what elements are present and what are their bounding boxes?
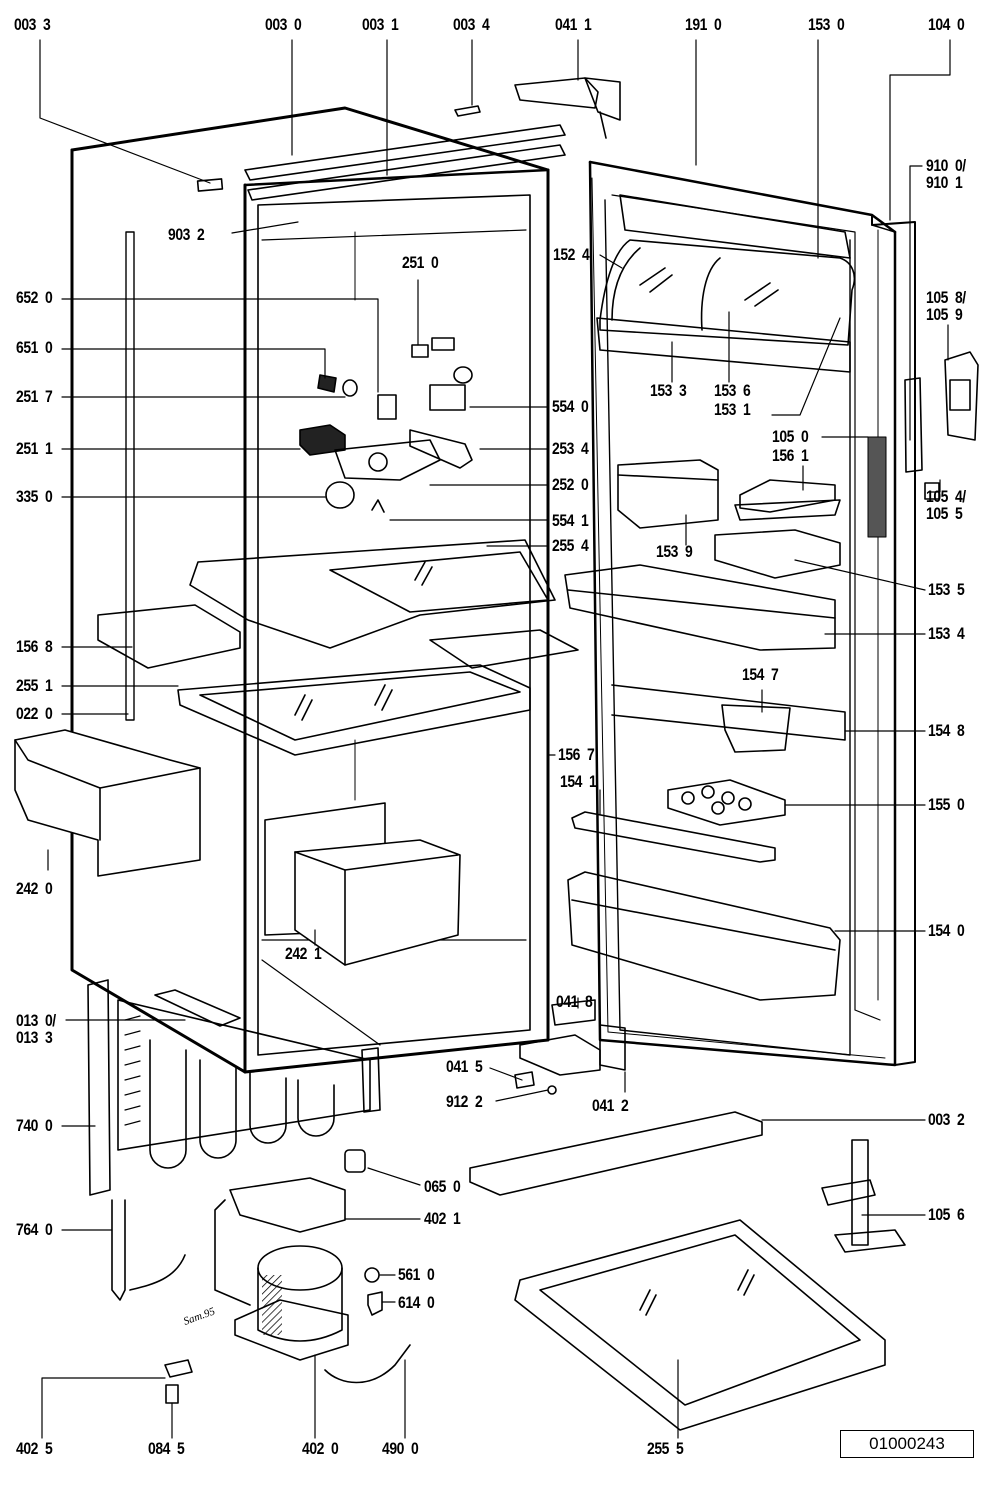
part-label-153-3: 153 3 (650, 381, 687, 400)
part-label-614-0: 614 0 (398, 1293, 435, 1312)
part-label-335-0: 335 0 (16, 487, 53, 506)
part-label-903-2: 903 2 (168, 225, 205, 244)
part-label-251-1: 251 1 (16, 439, 53, 458)
door-lower-shelves (568, 685, 845, 1000)
door (590, 162, 915, 1065)
crisper-drawers (15, 730, 460, 965)
part-label-242-1: 242 1 (285, 944, 322, 963)
cabinet-body (72, 108, 548, 1072)
part-label-255-4: 255 4 (552, 536, 589, 555)
part-label-104-0: 104 0 (928, 15, 965, 34)
part-label-191-0: 191 0 (685, 15, 722, 34)
part-label-255-5: 255 5 (647, 1439, 684, 1458)
part-label-154-0: 154 0 (928, 921, 965, 940)
part-label-253-4: 253 4 (552, 439, 589, 458)
part-label-156-7: 156 7 (558, 745, 595, 764)
part-label-022-0: 022 0 (16, 704, 53, 723)
part-label-084-5: 084 5 (148, 1439, 185, 1458)
part-label-041-2: 041 2 (592, 1096, 629, 1115)
part-label-153-1: 153 1 (714, 400, 751, 419)
part-label-041-8: 041 8 (556, 992, 593, 1011)
top-hinge (515, 78, 620, 138)
part-label-554-1: 554 1 (552, 511, 589, 530)
leader-lines (40, 40, 950, 1438)
part-label-561-0: 561 0 (398, 1265, 435, 1284)
part-label-402-0: 402 0 (302, 1439, 339, 1458)
thermostat-assembly (300, 338, 472, 512)
part-label-910-0-910-1: 910 0/ 910 1 (926, 156, 966, 192)
part-label-554-0: 554 0 (552, 397, 589, 416)
part-label-764-0: 764 0 (16, 1220, 53, 1239)
part-label-065-0: 065 0 (424, 1177, 461, 1196)
part-label-153-0: 153 0 (808, 15, 845, 34)
part-label-154-1: 154 1 (560, 772, 597, 791)
part-label-912-2: 912 2 (446, 1092, 483, 1111)
door-baskets (565, 460, 840, 650)
part-label-156-1: 156 1 (772, 446, 809, 465)
shelves (98, 540, 578, 755)
part-label-105-4-105-5: 105 4/ 105 5 (926, 487, 966, 523)
base-parts (470, 1112, 905, 1430)
bottom-hinge (515, 1000, 625, 1094)
part-label-003-3: 003 3 (14, 15, 51, 34)
part-label-153-4: 153 4 (928, 624, 965, 643)
part-label-252-0: 252 0 (552, 475, 589, 494)
part-label-013-0-013-3: 013 0/ 013 3 (16, 1011, 56, 1047)
part-label-740-0: 740 0 (16, 1116, 53, 1135)
reference-number-box: 01000243 (840, 1430, 974, 1458)
part-label-251-0: 251 0 (402, 253, 439, 272)
part-label-153-5: 153 5 (928, 580, 965, 599)
compressor (112, 1150, 410, 1403)
reference-number: 01000243 (869, 1434, 945, 1453)
part-label-041-1: 041 1 (555, 15, 592, 34)
part-label-041-5: 041 5 (446, 1057, 483, 1076)
part-label-155-0: 155 0 (928, 795, 965, 814)
part-label-105-8-105-9: 105 8/ 105 9 (926, 288, 966, 324)
part-label-154-7: 154 7 (742, 665, 779, 684)
top-strips (198, 106, 565, 200)
part-label-003-0: 003 0 (265, 15, 302, 34)
part-label-152-4: 152 4 (553, 245, 590, 264)
part-label-402-5: 402 5 (16, 1439, 53, 1458)
part-label-255-1: 255 1 (16, 676, 53, 695)
condenser (88, 980, 380, 1195)
part-label-105-6: 105 6 (928, 1205, 965, 1224)
part-label-153-6: 153 6 (714, 381, 751, 400)
part-label-154-8: 154 8 (928, 721, 965, 740)
drafter-signature: Sam.95 (182, 1305, 217, 1328)
part-label-003-1: 003 1 (362, 15, 399, 34)
part-label-652-0: 652 0 (16, 288, 53, 307)
part-label-003-4: 003 4 (453, 15, 490, 34)
part-label-651-0: 651 0 (16, 338, 53, 357)
door-shelf-top (597, 195, 854, 372)
part-label-242-0: 242 0 (16, 879, 53, 898)
part-label-490-0: 490 0 (382, 1439, 419, 1458)
part-label-153-9: 153 9 (656, 542, 693, 561)
right-fittings (905, 352, 978, 499)
part-label-251-7: 251 7 (16, 387, 53, 406)
part-label-156-8: 156 8 (16, 637, 53, 656)
part-label-105-0: 105 0 (772, 427, 809, 446)
part-label-402-1: 402 1 (424, 1209, 461, 1228)
part-label-003-2: 003 2 (928, 1110, 965, 1129)
